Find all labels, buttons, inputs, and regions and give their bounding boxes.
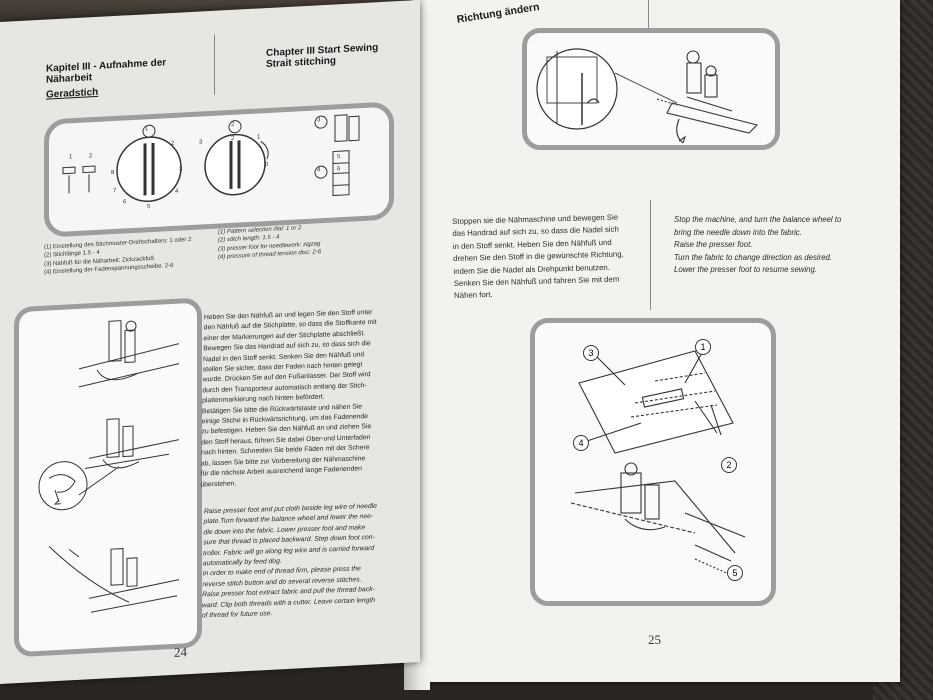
tension-digit: 1 (257, 134, 261, 141)
dial-number-1: 1 (145, 126, 149, 133)
tension-digit: 2 (231, 135, 235, 142)
right-title-de: Richtung ändern (456, 0, 541, 26)
left-title-en: Chapter III Start Sewing Strait stitchin… (266, 42, 378, 70)
right-en-line: Lower the presser foot to resume sewing. (674, 265, 818, 275)
pattern-digit: 3 (179, 166, 183, 173)
right-en-line: Raise the presser foot. (674, 240, 753, 250)
column-divider (214, 34, 215, 95)
pattern-digit: 6 (123, 199, 127, 206)
pattern-digit: 4 (175, 188, 179, 195)
disc-number-5: 5 (337, 154, 341, 161)
legend-de: (1) Einstellung des Stichmuster-Drehscha… (44, 235, 214, 278)
left-body-de: Heben Sie den Nähfuß an und legen Sie de… (200, 307, 390, 490)
presser-foot-illustration (38, 320, 180, 613)
dial-number-4: 4 (317, 167, 321, 174)
page-number-right: 25 (648, 632, 661, 647)
callout-4: 4 (573, 435, 589, 451)
right-body-de: Stoppen sie die Nähmaschine und bewegen … (452, 211, 644, 303)
callout-3: 3 (583, 345, 599, 361)
needle-plate-illustration (570, 350, 746, 576)
tension-digit: 0 (265, 161, 269, 169)
needle-pivot-illustration (536, 48, 759, 144)
column-divider (648, 0, 649, 42)
disc-number-6: 6 (337, 166, 341, 173)
left-page: Kapitel III - Aufnahme der Näharbeit Ger… (0, 0, 420, 685)
pattern-digit: 5 (147, 204, 151, 211)
column-divider-middle (650, 200, 651, 310)
figure-change-direction (522, 28, 780, 150)
figure-control-panel: 1 2 (44, 101, 394, 238)
tension-digit: 3 (199, 139, 203, 146)
callout-1: 1 (695, 339, 711, 355)
subtitle-de: Geradstich (46, 86, 99, 101)
pattern-digit: 8 (111, 170, 115, 177)
right-en-line: Stop the machine, and turn the balance w… (674, 215, 842, 224)
callout-5: 5 (727, 565, 743, 581)
figure-needle-plate: 3 1 4 2 5 (530, 318, 776, 606)
right-page: Richtung ändern Stoppen sie die (412, 0, 900, 682)
page-number-left: 24 (174, 644, 187, 660)
right-en-line: Turn the fabric to change direction as d… (674, 252, 833, 262)
left-title-de: Kapitel III - Aufnahme der Näharbeit Ger… (46, 57, 166, 100)
right-body-en: Stop the machine, and turn the balance w… (674, 214, 864, 277)
left-body-en: Raise presser foot and put cloth beside … (202, 501, 390, 621)
callout-2: 2 (721, 457, 737, 473)
figure-straight-stitch (14, 297, 202, 658)
control-dials-illustration (62, 114, 360, 202)
right-en-line: bring the needle down into the fabric. (674, 227, 802, 237)
pattern-digit: 2 (171, 140, 175, 148)
pattern-digit: 7 (113, 187, 117, 195)
dial-number-3: 3 (317, 117, 321, 124)
dial-number-2: 2 (231, 121, 235, 128)
